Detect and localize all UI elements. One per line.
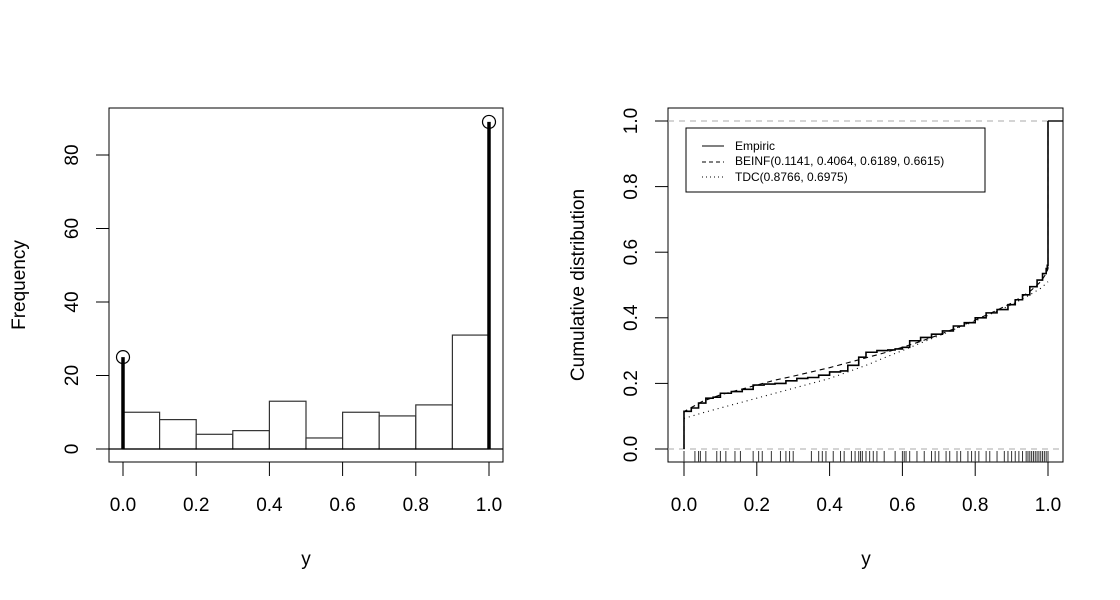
histogram-bar xyxy=(305,437,344,450)
point-mass-circle-icon xyxy=(115,350,131,365)
histogram-bar xyxy=(415,404,453,450)
y-tick-label: 0.8 xyxy=(621,173,642,199)
legend-label-empiric: Empiric xyxy=(735,139,775,153)
histogram-bar xyxy=(195,433,234,450)
cdf-line-dotted xyxy=(683,281,1049,420)
x-tick-label: 0.2 xyxy=(744,495,770,516)
cdf-x-axis: 0.0 0.2 0.4 0.6 0.8 1.0 xyxy=(671,462,1061,516)
x-tick-label: 0.4 xyxy=(256,495,283,516)
histogram-y-axis-title: Frequency xyxy=(9,240,30,330)
cdf-y-axis-title: Cumulative distribution xyxy=(568,189,589,381)
x-tick-label: 0.6 xyxy=(889,495,915,516)
y-tick-label: 60 xyxy=(62,218,83,239)
histogram-bar xyxy=(159,419,197,450)
histogram-bar xyxy=(268,400,307,450)
histogram-bar xyxy=(378,415,417,450)
cdf-rug-marks xyxy=(683,451,1049,462)
cdf-line-solid xyxy=(683,121,1049,449)
histogram-x-axis-title: y xyxy=(301,549,311,570)
histogram-bar xyxy=(232,430,271,450)
x-tick-label: 1.0 xyxy=(1035,495,1061,516)
histogram-bar xyxy=(122,411,161,450)
x-tick-label: 1.0 xyxy=(476,495,502,516)
y-tick-label: 0.2 xyxy=(621,370,642,396)
histogram-y-axis: 0 20 40 60 80 xyxy=(62,144,110,455)
x-tick-label: 0.6 xyxy=(329,495,355,516)
x-tick-label: 0.8 xyxy=(403,495,429,516)
histogram-bar xyxy=(451,334,490,450)
cdf-series xyxy=(683,120,1063,449)
y-tick-label: 1.0 xyxy=(621,108,642,134)
cdf-panel: 0.0 0.2 0.4 0.6 0.8 1.0 0.0 0.2 0.4 0.6 0.8 1.0 Cu… xyxy=(568,107,1064,570)
x-tick-label: 0.0 xyxy=(671,495,697,516)
legend-box xyxy=(685,127,986,193)
x-tick-label: 0.4 xyxy=(816,495,843,516)
cdf-x-axis-title: y xyxy=(861,549,871,570)
histogram-bar xyxy=(342,411,380,450)
x-tick-label: 0.2 xyxy=(183,495,209,516)
x-tick-label: 0.8 xyxy=(962,495,988,516)
point-mass-spikes xyxy=(115,114,497,449)
y-tick-label: 0.6 xyxy=(621,239,642,265)
y-tick-label: 40 xyxy=(62,291,83,312)
y-tick-label: 0 xyxy=(62,444,83,455)
y-tick-label: 80 xyxy=(62,144,83,165)
x-tick-label: 0.0 xyxy=(110,495,136,516)
cdf-legend: Empiric BEINF(0.1141, 0.4064, 0.6189, 0.… xyxy=(685,127,986,193)
legend-label-beinf: BEINF(0.1141, 0.4064, 0.6189, 0.6615) xyxy=(735,154,944,168)
histogram-x-axis: 0.0 0.2 0.4 0.6 0.8 1.0 xyxy=(110,462,502,516)
y-tick-label: 0.4 xyxy=(621,304,642,331)
histogram-bars xyxy=(109,334,503,450)
y-tick-label: 0.0 xyxy=(621,436,642,462)
legend-label-tdc: TDC(0.8766, 0.6975) xyxy=(735,170,848,184)
y-tick-label: 20 xyxy=(62,365,83,386)
histogram-panel: 0 20 40 60 80 0.0 0.2 0.4 0.6 0.8 1.0 Frequency y xyxy=(9,107,504,570)
cdf-y-axis: 0.0 0.2 0.4 0.6 0.8 1.0 xyxy=(621,108,668,462)
point-mass-circle-icon xyxy=(481,114,497,130)
